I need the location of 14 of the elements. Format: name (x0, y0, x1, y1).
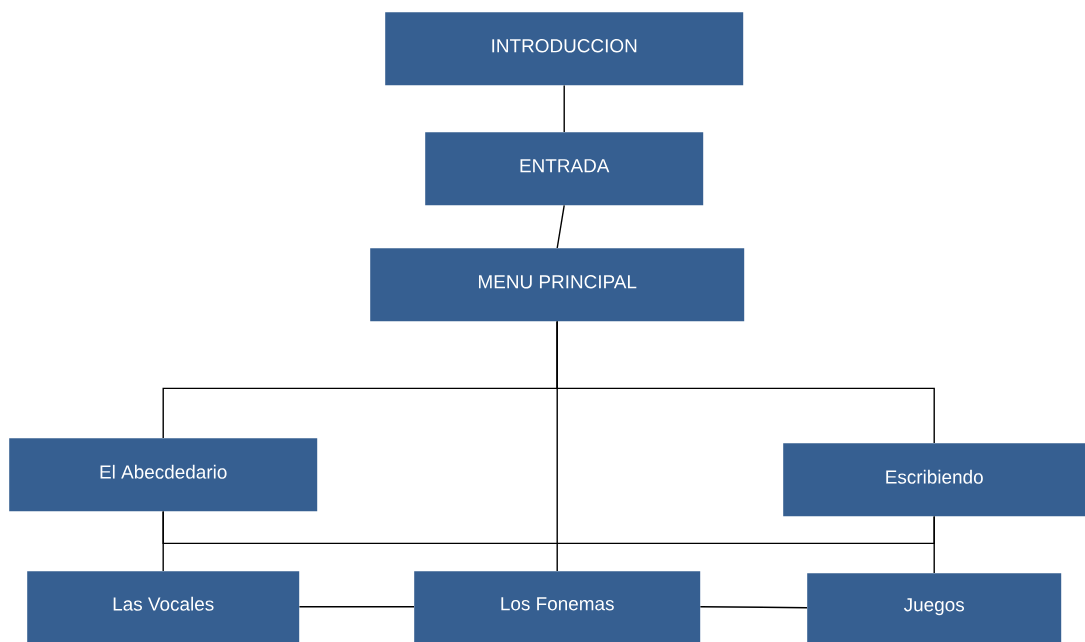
menu-box: Escribiendo (783, 443, 1085, 517)
connector-line (298, 606, 415, 608)
menu-box: INTRODUCCION (385, 12, 744, 86)
connector-line (162, 510, 935, 545)
menu-box: Los Fonemas (414, 571, 701, 642)
connector-line (556, 320, 935, 444)
connector-line (699, 606, 808, 609)
menu-box: El Abecdedario (9, 438, 318, 512)
menu-box: Las Vocales (27, 571, 300, 642)
connector-line (556, 204, 565, 249)
menu-box: Juegos (807, 573, 1062, 642)
connector-line (563, 84, 565, 133)
menu-box: MENU PRINCIPAL (370, 248, 745, 322)
menu-box: ENTRADA (425, 132, 704, 206)
